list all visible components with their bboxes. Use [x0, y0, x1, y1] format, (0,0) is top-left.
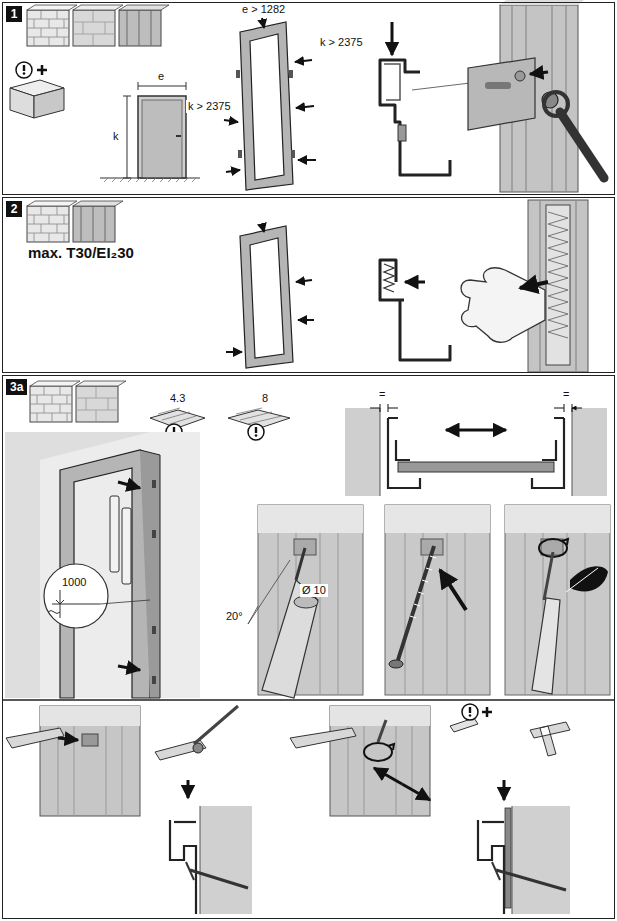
fire-rating-note: max. T30/EI₂30	[28, 244, 134, 261]
dimension-letter: k	[113, 130, 119, 143]
height-mark: 1000	[60, 576, 88, 589]
step-panel: 1	[2, 2, 615, 195]
dimension-label: k > 2375	[186, 100, 233, 113]
step-number: 1	[6, 6, 22, 22]
drill-angle: 20°	[224, 610, 245, 623]
step-number: 3a	[6, 379, 27, 395]
step-number: 2	[6, 201, 22, 217]
step-panel: 2 max. T30/EI₂30	[2, 197, 615, 373]
section-reference: 8	[262, 392, 268, 405]
step-panel: 3a	[2, 375, 615, 919]
dimension-label: k > 2375	[318, 36, 365, 49]
section-reference: 4.3	[170, 392, 185, 405]
drill-diameter: Ø 10	[300, 584, 328, 597]
dimension-letter: e	[158, 70, 164, 83]
equal-gap-mark: =	[563, 388, 569, 401]
dimension-label: e > 1282	[240, 3, 287, 16]
equal-gap-mark: =	[379, 388, 385, 401]
